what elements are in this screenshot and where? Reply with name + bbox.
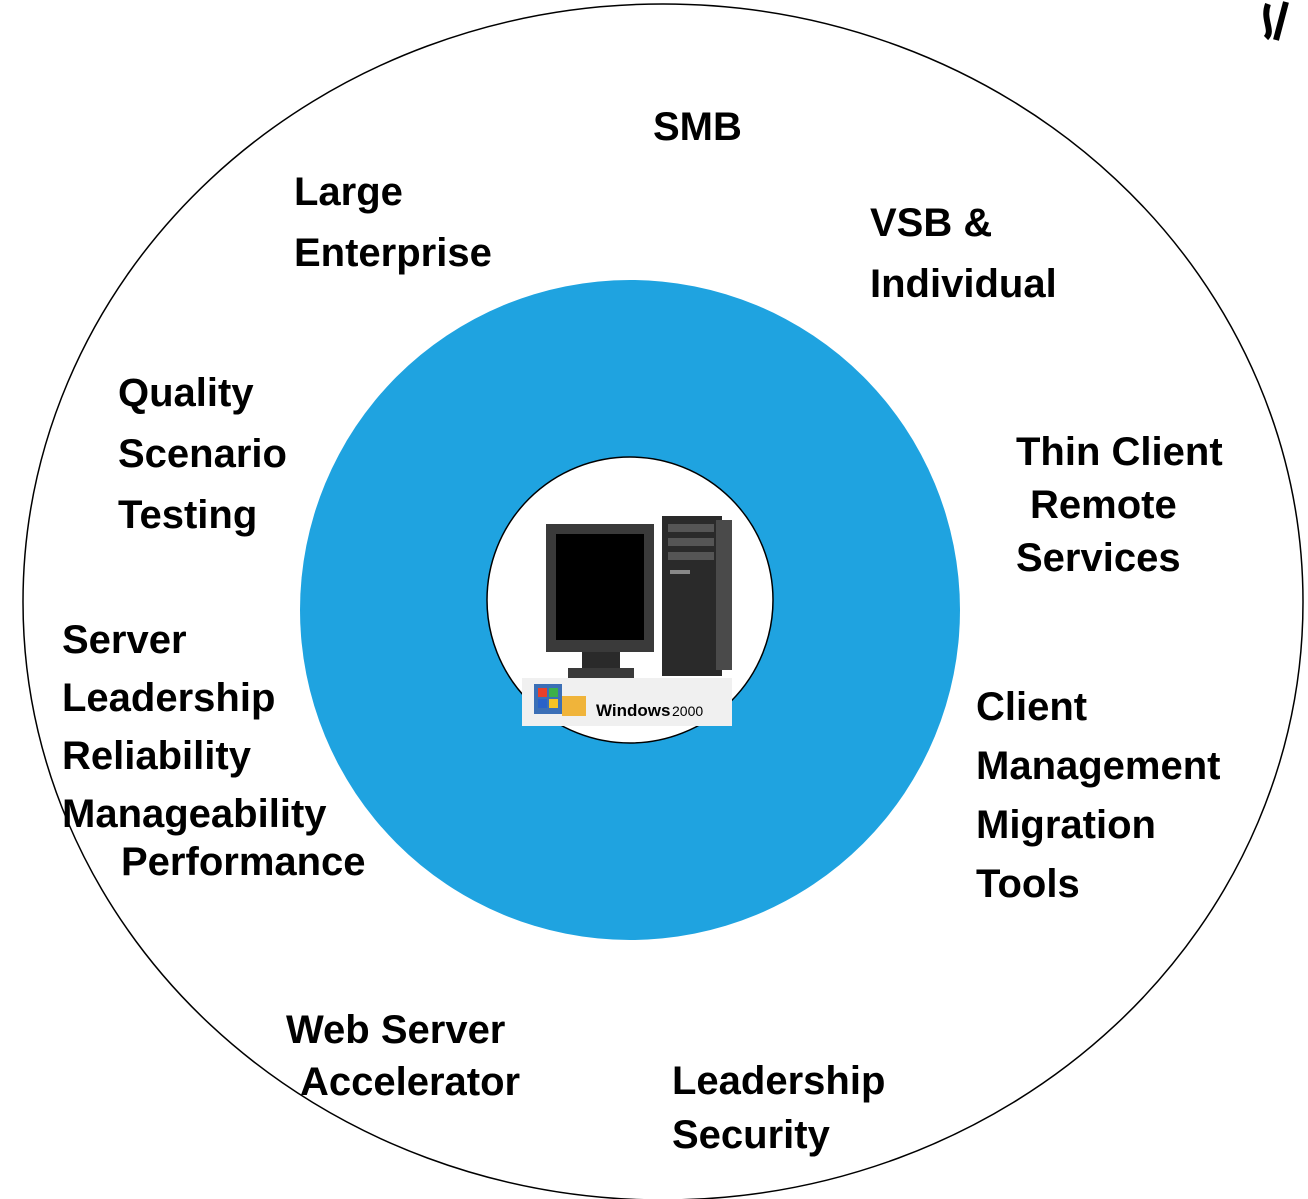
label-smb: SMB: [653, 97, 742, 158]
label-line: Leadership: [62, 676, 276, 720]
label-line: Server: [62, 618, 187, 662]
label-line: Security: [672, 1113, 830, 1157]
label-leadership-security: Leadership Security: [672, 1054, 885, 1162]
ibm-logo-fragment-icon: [1263, 1, 1289, 41]
label-performance: Performance: [121, 832, 366, 893]
label-vsb-individual: VSB & Individual: [870, 193, 1057, 315]
label-line: Enterprise: [294, 231, 492, 275]
label-line: Management: [976, 744, 1221, 788]
label-line: Scenario: [118, 432, 287, 476]
label-line: Tools: [976, 862, 1080, 906]
windows-logo: Windows 2000: [522, 678, 732, 726]
label-line: Services: [1016, 536, 1181, 580]
outer-ellipse: [22, 3, 1304, 1199]
label-line: Large: [294, 170, 403, 214]
label-line: Leadership: [672, 1059, 886, 1103]
label-line: Thin Client: [1016, 430, 1223, 474]
label-server-leadership: Server Leadership Reliability Manageabil…: [62, 611, 327, 843]
label-line: Client: [976, 685, 1088, 729]
windows-wordmark: Windows: [596, 701, 670, 720]
label-line: Web Server: [286, 1008, 506, 1052]
label-line: Individual: [870, 262, 1057, 306]
label-line: Remote: [1030, 483, 1177, 527]
windows-flag-icon: [534, 684, 586, 716]
label-line: SMB: [653, 105, 742, 149]
label-line: Manageability: [62, 792, 327, 836]
label-line: Quality: [118, 371, 254, 415]
label-line: Testing: [118, 493, 258, 537]
label-line: Accelerator: [300, 1060, 521, 1104]
label-quality-testing: Quality Scenario Testing: [118, 363, 287, 546]
label-line: VSB &: [870, 201, 993, 245]
label-thin-client: Thin Client Remote Services: [1016, 426, 1223, 585]
label-web-server: Web Server Accelerator: [286, 1004, 520, 1108]
pc-and-tower-server-icon: [546, 516, 732, 678]
label-line: Reliability: [62, 734, 251, 778]
label-client-management: Client Management Migration Tools: [976, 678, 1221, 914]
label-line: Performance: [121, 840, 366, 884]
label-large-enterprise: Large Enterprise: [294, 162, 492, 284]
label-line: Migration: [976, 803, 1156, 847]
windows-version: 2000: [672, 703, 703, 719]
